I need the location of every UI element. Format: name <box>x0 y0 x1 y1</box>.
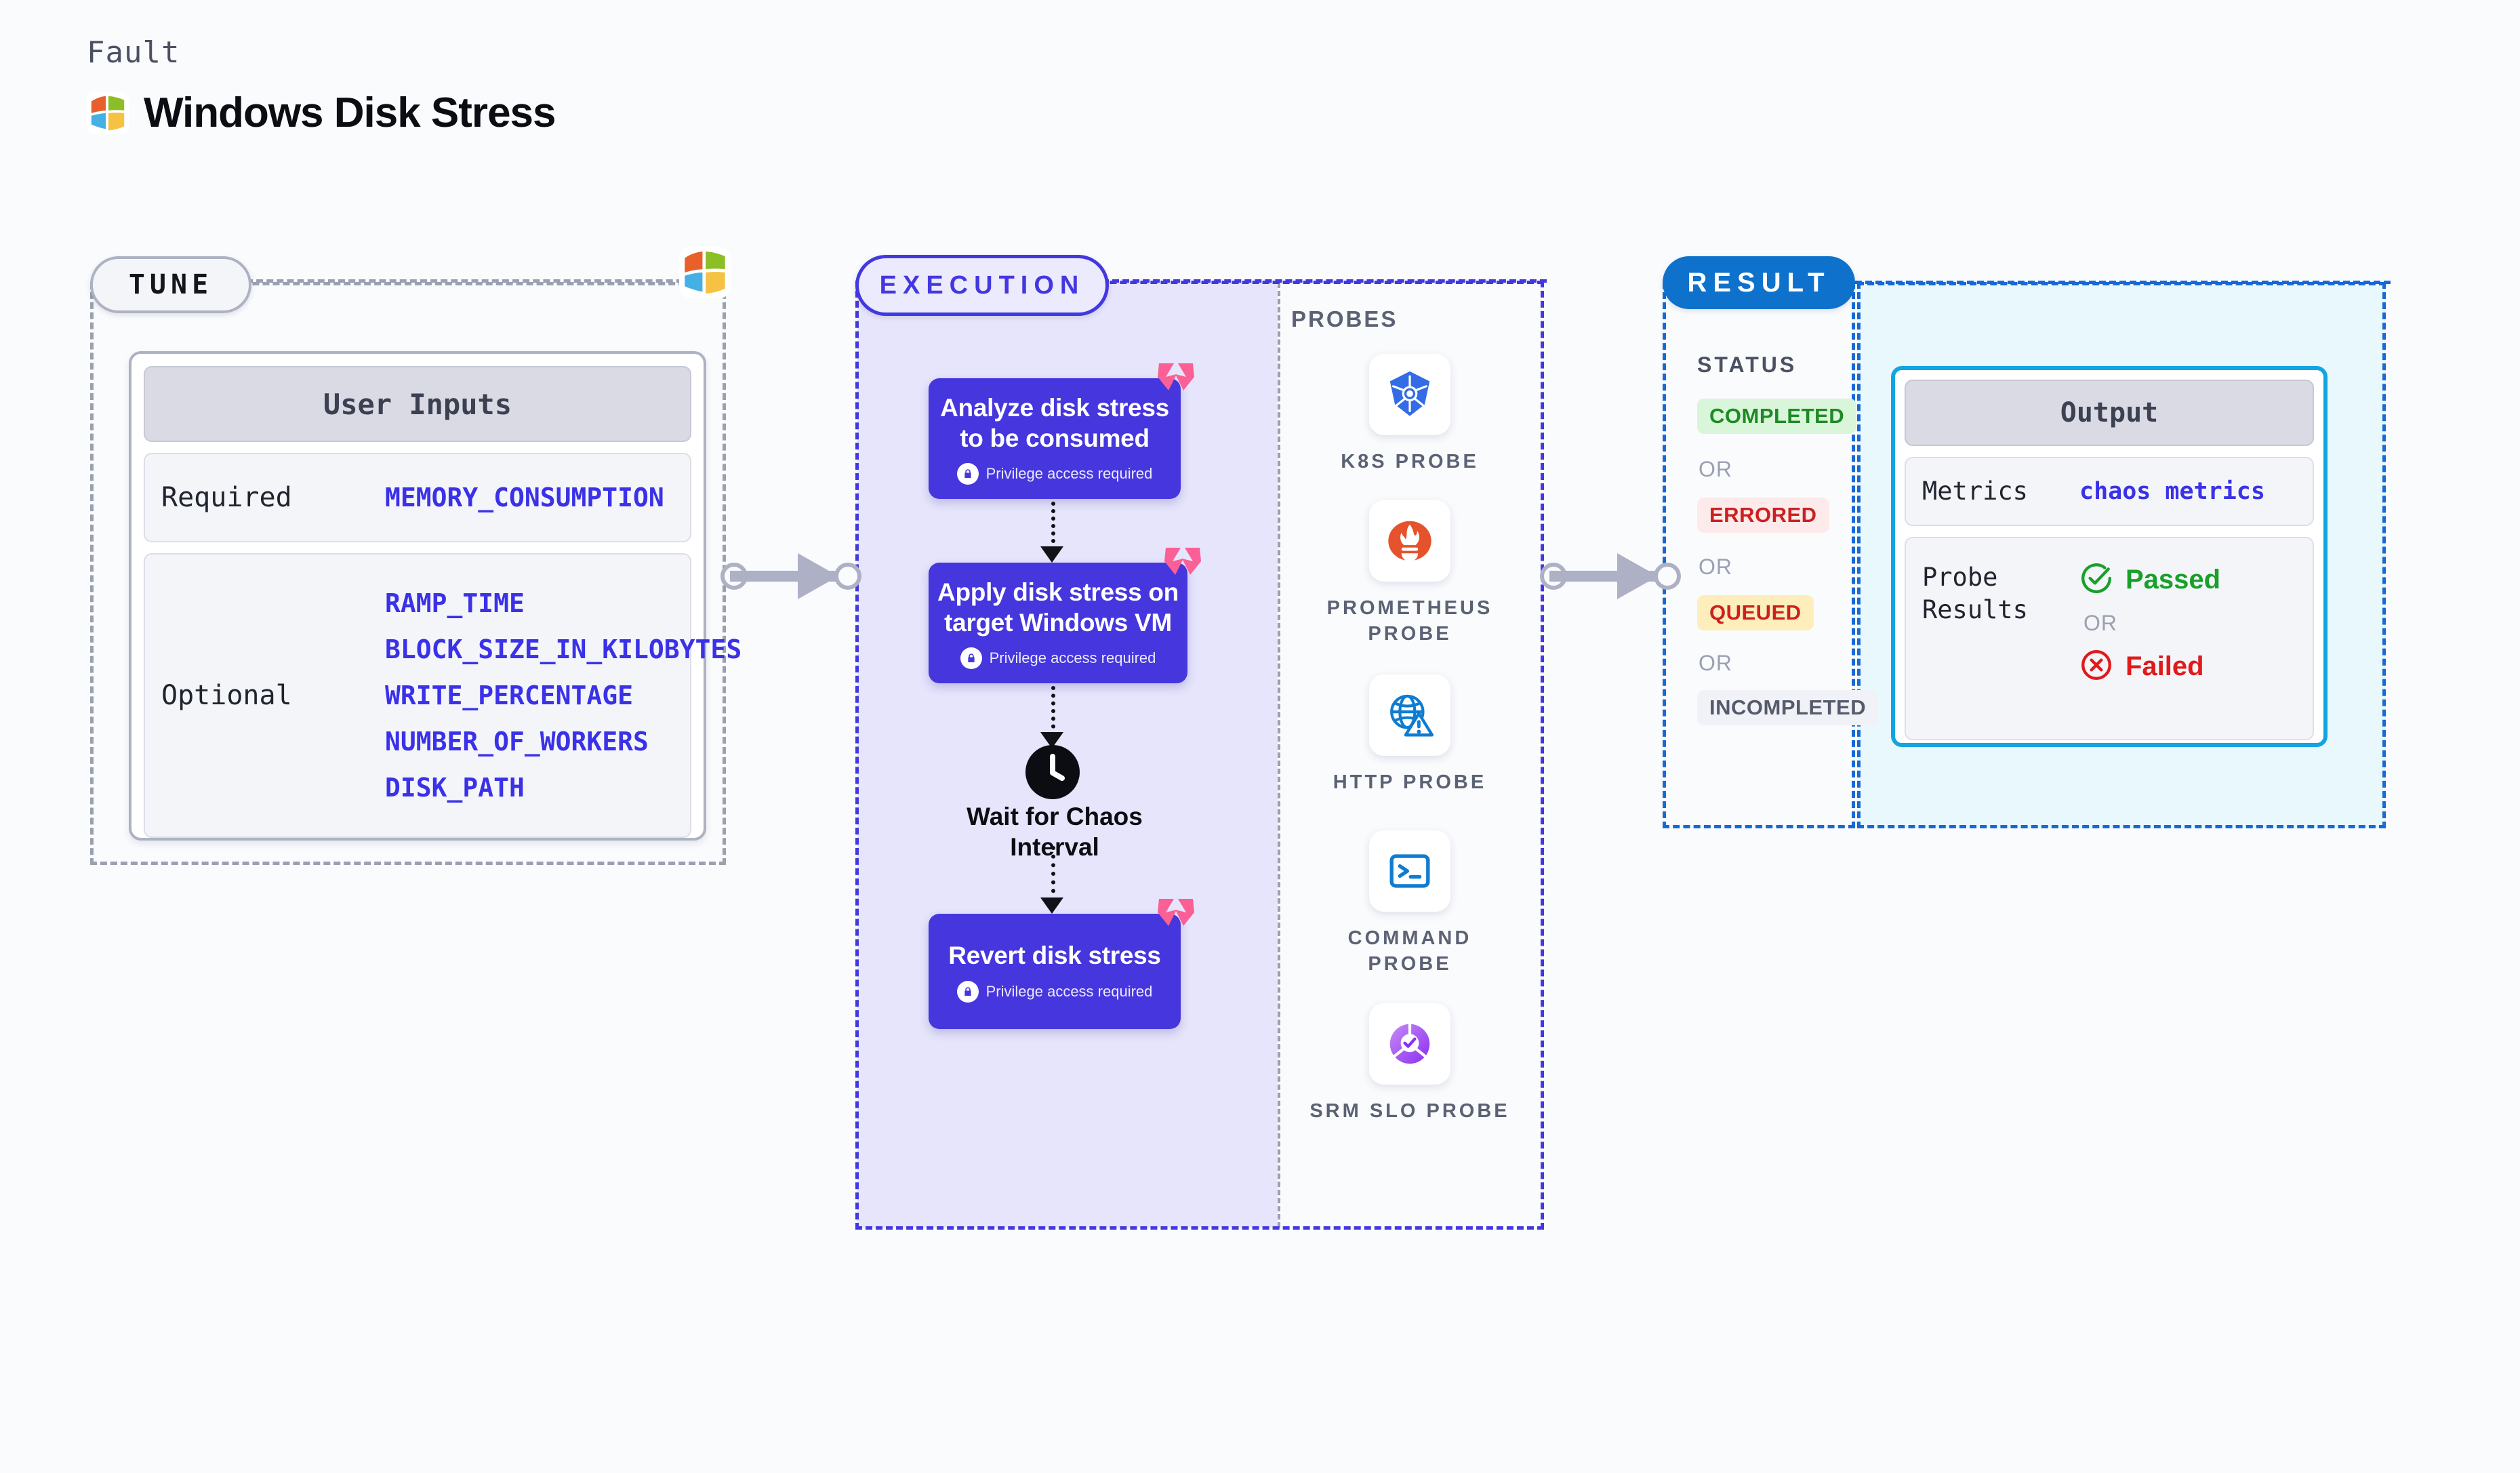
input-token: NUMBER_OF_WORKERS <box>385 727 649 756</box>
step-title: Revert disk stress <box>948 942 1161 970</box>
x-circle-icon <box>2079 648 2113 685</box>
optional-inputs-row: Optional RAMP_TIME BLOCK_SIZE_IN_KILOBYT… <box>144 553 741 838</box>
probes-title: PROBES <box>1291 306 1398 331</box>
probe-results-label: Probe Results <box>1922 563 2028 625</box>
privilege-note: Privilege access required <box>960 647 1156 670</box>
or-label: OR <box>1699 457 1732 481</box>
user-inputs-title: User Inputs <box>144 366 691 442</box>
probe-srm-slo[interactable]: SRM SLO PROBE <box>1308 1003 1511 1124</box>
terminal-icon <box>1369 830 1450 912</box>
flow-arrow-3 <box>1051 846 1055 902</box>
privilege-text: Privilege access required <box>985 465 1153 483</box>
http-globe-warning-icon <box>1369 674 1450 756</box>
check-circle-icon <box>2079 561 2113 599</box>
status-badge-errored: ERRORED <box>1697 498 1829 533</box>
status-badge-queued: QUEUED <box>1697 595 1814 630</box>
chaos-flag-icon <box>1156 895 1196 930</box>
privilege-text: Privilege access required <box>985 982 1153 1000</box>
failed-label: Failed <box>2126 651 2204 681</box>
srm-slo-icon <box>1369 1003 1450 1085</box>
input-token: BLOCK_SIZE_IN_KILOBYTES <box>385 634 742 664</box>
or-label: OR <box>1699 651 1732 675</box>
connector-arrow-head <box>1617 553 1658 599</box>
probe-result-failed: Failed <box>2079 648 2220 685</box>
lock-icon <box>956 463 979 485</box>
probe-prometheus[interactable]: PROMETHEUS PROBE <box>1308 500 1511 647</box>
probe-label: SRM SLO PROBE <box>1309 1100 1510 1122</box>
metrics-row: Metrics chaos metrics <box>1905 457 2314 526</box>
chaos-flag-icon <box>1156 359 1196 395</box>
probe-label: HTTP PROBE <box>1333 771 1487 793</box>
result-pill-label: RESULT <box>1663 256 1855 309</box>
probe-k8s[interactable]: K8S PROBE <box>1308 354 1511 475</box>
execution-step-1[interactable]: Analyze disk stress to be consumed Privi… <box>929 363 1194 499</box>
execution-step-2[interactable]: Apply disk stress on target Windows VM P… <box>929 548 1201 683</box>
clock-icon <box>1025 744 1080 800</box>
required-values: MEMORY_CONSUMPTION <box>385 483 664 512</box>
privilege-text: Privilege access required <box>989 649 1156 667</box>
prometheus-icon <box>1369 500 1450 582</box>
tune-pill-label: TUNE <box>90 256 251 313</box>
flow-arrow-head-1 <box>1040 546 1063 563</box>
page-title: Windows Disk Stress <box>144 89 556 136</box>
or-label: OR <box>1699 554 1732 579</box>
flow-arrow-2 <box>1051 686 1055 736</box>
chaos-flag-icon <box>1163 544 1202 579</box>
output-card: Output Metrics chaos metrics Probe Resul… <box>1891 366 2328 747</box>
connector-end-dot <box>1654 563 1681 590</box>
windows-logo-icon <box>87 92 129 134</box>
probe-label: PROMETHEUS PROBE <box>1326 597 1493 645</box>
execution-step-3[interactable]: Revert disk stress Privilege access requ… <box>929 899 1194 1029</box>
probe-results-row: Probe Results Passed OR <box>1905 537 2314 740</box>
or-label: OR <box>2084 611 2117 635</box>
execution-pill-label: EXECUTION <box>855 255 1109 316</box>
optional-label: Optional <box>161 680 292 711</box>
connector-arrow-head <box>798 553 838 599</box>
tune-windows-badge-icon <box>679 247 731 302</box>
flow-arrow-1 <box>1051 502 1055 550</box>
metrics-label: Metrics <box>1922 476 2028 506</box>
page-header: Fault Windows Disk Stress <box>87 35 556 137</box>
lock-icon <box>956 980 979 1003</box>
input-token: RAMP_TIME <box>385 588 525 618</box>
metrics-value: chaos metrics <box>2079 478 2265 505</box>
step-title: Analyze disk stress to be consumed <box>940 393 1169 452</box>
connector-end-dot <box>834 563 861 590</box>
result-leader-line <box>1855 281 2391 284</box>
execution-to-result-connector <box>1540 542 1681 610</box>
flow-arrow-head-3 <box>1040 897 1063 914</box>
probe-command[interactable]: COMMAND PROBE <box>1308 830 1511 977</box>
required-inputs-row: Required MEMORY_CONSUMPTION <box>144 453 691 542</box>
step-title: Apply disk stress on target Windows VM <box>937 578 1179 637</box>
status-badge-incompleted: INCOMPLETED <box>1697 690 1879 725</box>
probe-label: COMMAND PROBE <box>1347 927 1472 975</box>
status-badge-completed: COMPLETED <box>1697 399 1857 434</box>
lock-icon <box>960 647 982 670</box>
execution-leader-line <box>1102 279 1547 283</box>
tune-leader-line <box>246 279 693 283</box>
input-token: DISK_PATH <box>385 773 525 803</box>
privilege-note: Privilege access required <box>956 463 1153 485</box>
kubernetes-icon <box>1369 354 1450 435</box>
probe-results-values: Passed OR Failed <box>2079 561 2220 685</box>
fault-kicker: Fault <box>87 35 180 70</box>
probes-divider <box>1278 283 1280 1228</box>
probe-label: K8S PROBE <box>1341 451 1479 472</box>
user-inputs-card: User Inputs Required MEMORY_CONSUMPTION … <box>129 351 741 841</box>
output-title: Output <box>1905 380 2314 446</box>
probe-result-passed: Passed <box>2079 561 2220 599</box>
input-token: MEMORY_CONSUMPTION <box>385 483 664 512</box>
input-token: WRITE_PERCENTAGE <box>385 681 634 710</box>
status-title: STATUS <box>1697 352 1797 377</box>
optional-values: RAMP_TIME BLOCK_SIZE_IN_KILOBYTES WRITE_… <box>385 588 741 803</box>
passed-label: Passed <box>2126 565 2221 594</box>
tune-to-execution-connector <box>720 542 861 610</box>
probe-http[interactable]: HTTP PROBE <box>1308 674 1511 795</box>
required-label: Required <box>161 482 292 513</box>
privilege-note: Privilege access required <box>956 980 1153 1003</box>
